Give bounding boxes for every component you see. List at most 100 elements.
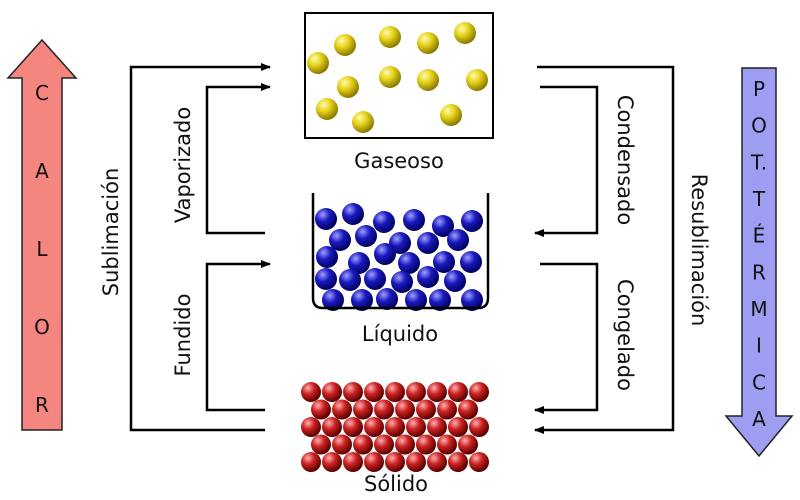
gas-particle — [379, 66, 401, 88]
solid-particle — [458, 399, 478, 420]
heat-arrow-letter: O — [34, 315, 50, 339]
thermal-arrow-letter: M — [750, 297, 767, 321]
liquid-particle — [373, 211, 395, 233]
sublimation-label: Sublimación — [99, 168, 123, 297]
solid-label: Sólido — [364, 472, 428, 496]
liquid-particle — [322, 289, 344, 311]
solid-particle — [448, 452, 468, 472]
solid-particle — [406, 417, 426, 437]
liquid-particle — [316, 246, 338, 268]
gas-particles — [307, 22, 488, 133]
liquid-particle — [374, 243, 396, 265]
liquid-particle — [376, 288, 398, 310]
gas-particle — [307, 52, 329, 74]
solid-particle — [395, 434, 415, 455]
liquid-particle — [403, 209, 425, 231]
gas-particle — [417, 32, 439, 54]
solid-particle — [448, 417, 468, 437]
solid-particle — [322, 382, 342, 402]
solid-particle — [364, 417, 384, 437]
condensation-arrow — [534, 85, 599, 237]
solid-particle — [416, 434, 436, 455]
gas-particle — [334, 34, 356, 56]
sublimation-arrow — [129, 63, 271, 432]
solid-particle — [427, 417, 447, 437]
condensation-label: Condensado — [613, 95, 637, 225]
thermal-arrow-letter: T. — [750, 150, 767, 174]
gas-particle — [352, 111, 374, 133]
liquid-particle — [429, 289, 451, 311]
solid-particle — [469, 452, 489, 472]
solid-particle — [385, 382, 405, 402]
solid-particle — [353, 434, 373, 455]
melting-arrow — [205, 260, 271, 412]
gas-particle — [454, 22, 476, 44]
solid-particle — [311, 434, 331, 455]
gas-particle — [316, 98, 338, 120]
solid-particle — [364, 382, 384, 402]
liquid-particle — [355, 225, 377, 247]
liquid-particle — [447, 229, 469, 251]
freezing-arrow — [534, 262, 599, 414]
thermal-arrow-letter: R — [752, 260, 766, 284]
solid-particle — [406, 382, 426, 402]
liquid-particle — [461, 210, 483, 232]
solid-particle — [364, 452, 384, 472]
melting-label: Fundido — [171, 294, 195, 377]
solid-particle — [343, 452, 363, 472]
solid-particle — [385, 452, 405, 472]
liquid-beaker — [311, 193, 490, 310]
liquid-particle — [433, 251, 455, 273]
liquid-particle — [461, 289, 483, 311]
solid-particle — [343, 417, 363, 437]
liquid-particle — [391, 271, 413, 293]
gas-particle — [466, 69, 488, 91]
solid-particle — [301, 452, 321, 472]
solid-particle — [343, 382, 363, 402]
liquid-particle — [342, 203, 364, 225]
gas-particle — [417, 69, 439, 91]
solid-particle — [332, 434, 352, 455]
solid-particle — [416, 399, 436, 420]
liquid-particle — [364, 268, 386, 290]
vaporization-label: Vaporizado — [171, 107, 195, 223]
gas-label: Gaseoso — [354, 149, 444, 173]
solid-particle — [385, 417, 405, 437]
liquid-particle — [417, 266, 439, 288]
liquid-particle — [315, 268, 337, 290]
solid-particle — [427, 452, 447, 472]
liquid-particle — [405, 289, 427, 311]
thermal-arrow-letter: O — [751, 114, 767, 138]
heat-arrow-letter: L — [36, 237, 48, 261]
solid-particle — [374, 399, 394, 420]
liquid-label: Líquido — [362, 322, 438, 346]
thermal-arrow-letter: I — [756, 334, 762, 358]
solid-particle — [437, 434, 457, 455]
heat-arrow-letter: R — [35, 393, 49, 417]
solid-particle — [311, 399, 331, 420]
solid-particle — [301, 417, 321, 437]
liquid-particle — [329, 229, 351, 251]
gas-particle — [337, 76, 359, 98]
deposition-label: Resublimación — [687, 174, 711, 327]
liquid-particle — [398, 252, 420, 274]
deposition-arrow — [534, 65, 675, 434]
heat-arrow-shape — [6, 38, 78, 431]
liquid-particle — [315, 208, 337, 230]
solid-particle — [301, 382, 321, 402]
thermal-arrow-letter: P — [753, 77, 765, 101]
thermal-arrow-shape — [724, 67, 794, 458]
solid-particle — [395, 399, 415, 420]
thermal-arrow-letter: T — [752, 187, 766, 211]
solid-particle — [353, 399, 373, 420]
liquid-particle — [351, 289, 373, 311]
liquid-particle — [417, 232, 439, 254]
thermal-arrow-letter: A — [752, 407, 766, 431]
solid-particle — [469, 382, 489, 402]
heat-arrow-letter: A — [35, 159, 49, 183]
gas-particle — [440, 104, 462, 126]
solid-particle — [322, 417, 342, 437]
solid-particle — [332, 399, 352, 420]
